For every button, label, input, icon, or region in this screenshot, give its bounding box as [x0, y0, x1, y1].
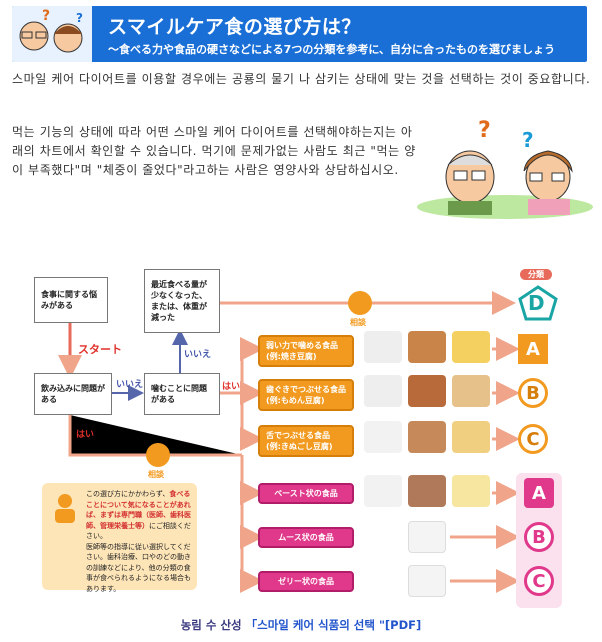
grade-b-orange: B: [518, 378, 548, 408]
people-illustration: ? ?: [12, 6, 92, 62]
pdf-link[interactable]: 「스마일 케어 식품의 선택 "[PDF]: [245, 618, 422, 632]
box-chew-problem: 噛むことに問題がある: [144, 373, 220, 415]
grade-a-orange: A: [518, 334, 548, 364]
consult-icon: [348, 291, 372, 315]
no-label: いいえ: [116, 380, 144, 390]
food-row-soft-chew: 弱い力で噛める食品 (例:焼き豆腐): [258, 335, 354, 367]
food-photo-rice: [364, 331, 402, 363]
grade-d: D: [528, 291, 545, 315]
food-photo-stew: [408, 375, 446, 407]
consult-label: 相談: [148, 470, 164, 479]
grade-a-pink: A: [524, 478, 554, 508]
food-photo-rice: [364, 375, 402, 407]
grade-c-orange: C: [518, 424, 548, 454]
food-photo-stew: [408, 331, 446, 363]
banner-subtitle: ～食べる力や食品の硬さなどによる7つの分類を参考に、自分に合ったものを選びましょ…: [108, 43, 555, 56]
advice-note: この選び方にかかわらず、食べることについて気になることがあれば、まずは専門職（医…: [42, 483, 197, 593]
grade-b-pink: B: [524, 522, 554, 552]
food-row-jelly: ゼリー状の食品: [258, 571, 354, 592]
svg-text:?: ?: [42, 8, 50, 24]
yes-label: はい: [76, 430, 95, 440]
box-meal-worry: 食事に関する悩みがある: [34, 277, 108, 323]
question-mark-icon: ?: [478, 118, 491, 143]
flow-chart: 食事に関する悩みがある 最近食べる量が少なくなった、または、体重が減った 飲み込…: [30, 265, 570, 615]
consult-label: 相談: [350, 318, 366, 327]
food-row-paste: ペースト状の食品: [258, 483, 354, 504]
food-row-tongue-crush: 舌でつぶせる食品 (例:きぬごし豆腐): [258, 425, 354, 457]
couple-illustration: ? ?: [410, 115, 595, 220]
food-row-mousse: ムース状の食品: [258, 527, 354, 548]
advice-paragraph: 먹는 기능의 상태에 따라 어떤 스마일 케어 다이어트를 선택해야하는지는 아…: [12, 125, 416, 177]
food-row-gum-crush: 歯ぐきでつぶせる食品 (例:もめん豆腐): [258, 379, 354, 411]
food-photo-omelet: [452, 331, 490, 363]
food-photo-paste: [452, 475, 490, 507]
box-recent-decrease: 最近食べる量が少なくなった、または、体重が減った: [144, 269, 220, 333]
box-swallow-problem: 飲み込みに問題がある: [34, 373, 112, 415]
grade-c-pink: C: [524, 566, 554, 596]
food-photo-mousse: [408, 521, 446, 553]
food-photo-paste: [364, 475, 402, 507]
consult-icon: [146, 443, 170, 467]
no-label: いいえ: [184, 350, 212, 360]
category-header: 分類: [520, 269, 552, 280]
food-photo-jelly: [408, 565, 446, 597]
question-mark-icon: ?: [522, 128, 534, 152]
header-banner: ? ? スマイルケア食の選び方は？ ～食べる力や食品の硬さなどによる7つの分類を…: [12, 6, 587, 62]
svg-text:?: ?: [76, 11, 83, 25]
start-label: スタート: [78, 343, 122, 356]
food-photo-omelet: [452, 421, 490, 453]
consult-icon: [55, 494, 75, 523]
banner-title: スマイルケア食の選び方は？: [108, 16, 361, 38]
food-photo-stew: [408, 421, 446, 453]
intro-paragraph: 스마일 케어 다이어트를 이용할 경우에는 공룡의 물기 나 삼키는 상태에 맞…: [12, 72, 591, 86]
yes-label: はい: [222, 382, 241, 392]
food-photo-porridge: [364, 421, 402, 453]
food-photo-omelet: [452, 375, 490, 407]
food-photo-paste: [408, 475, 446, 507]
source-caption: 농림 수 산성 「스마일 케어 식품의 선택 "[PDF]: [180, 618, 422, 632]
